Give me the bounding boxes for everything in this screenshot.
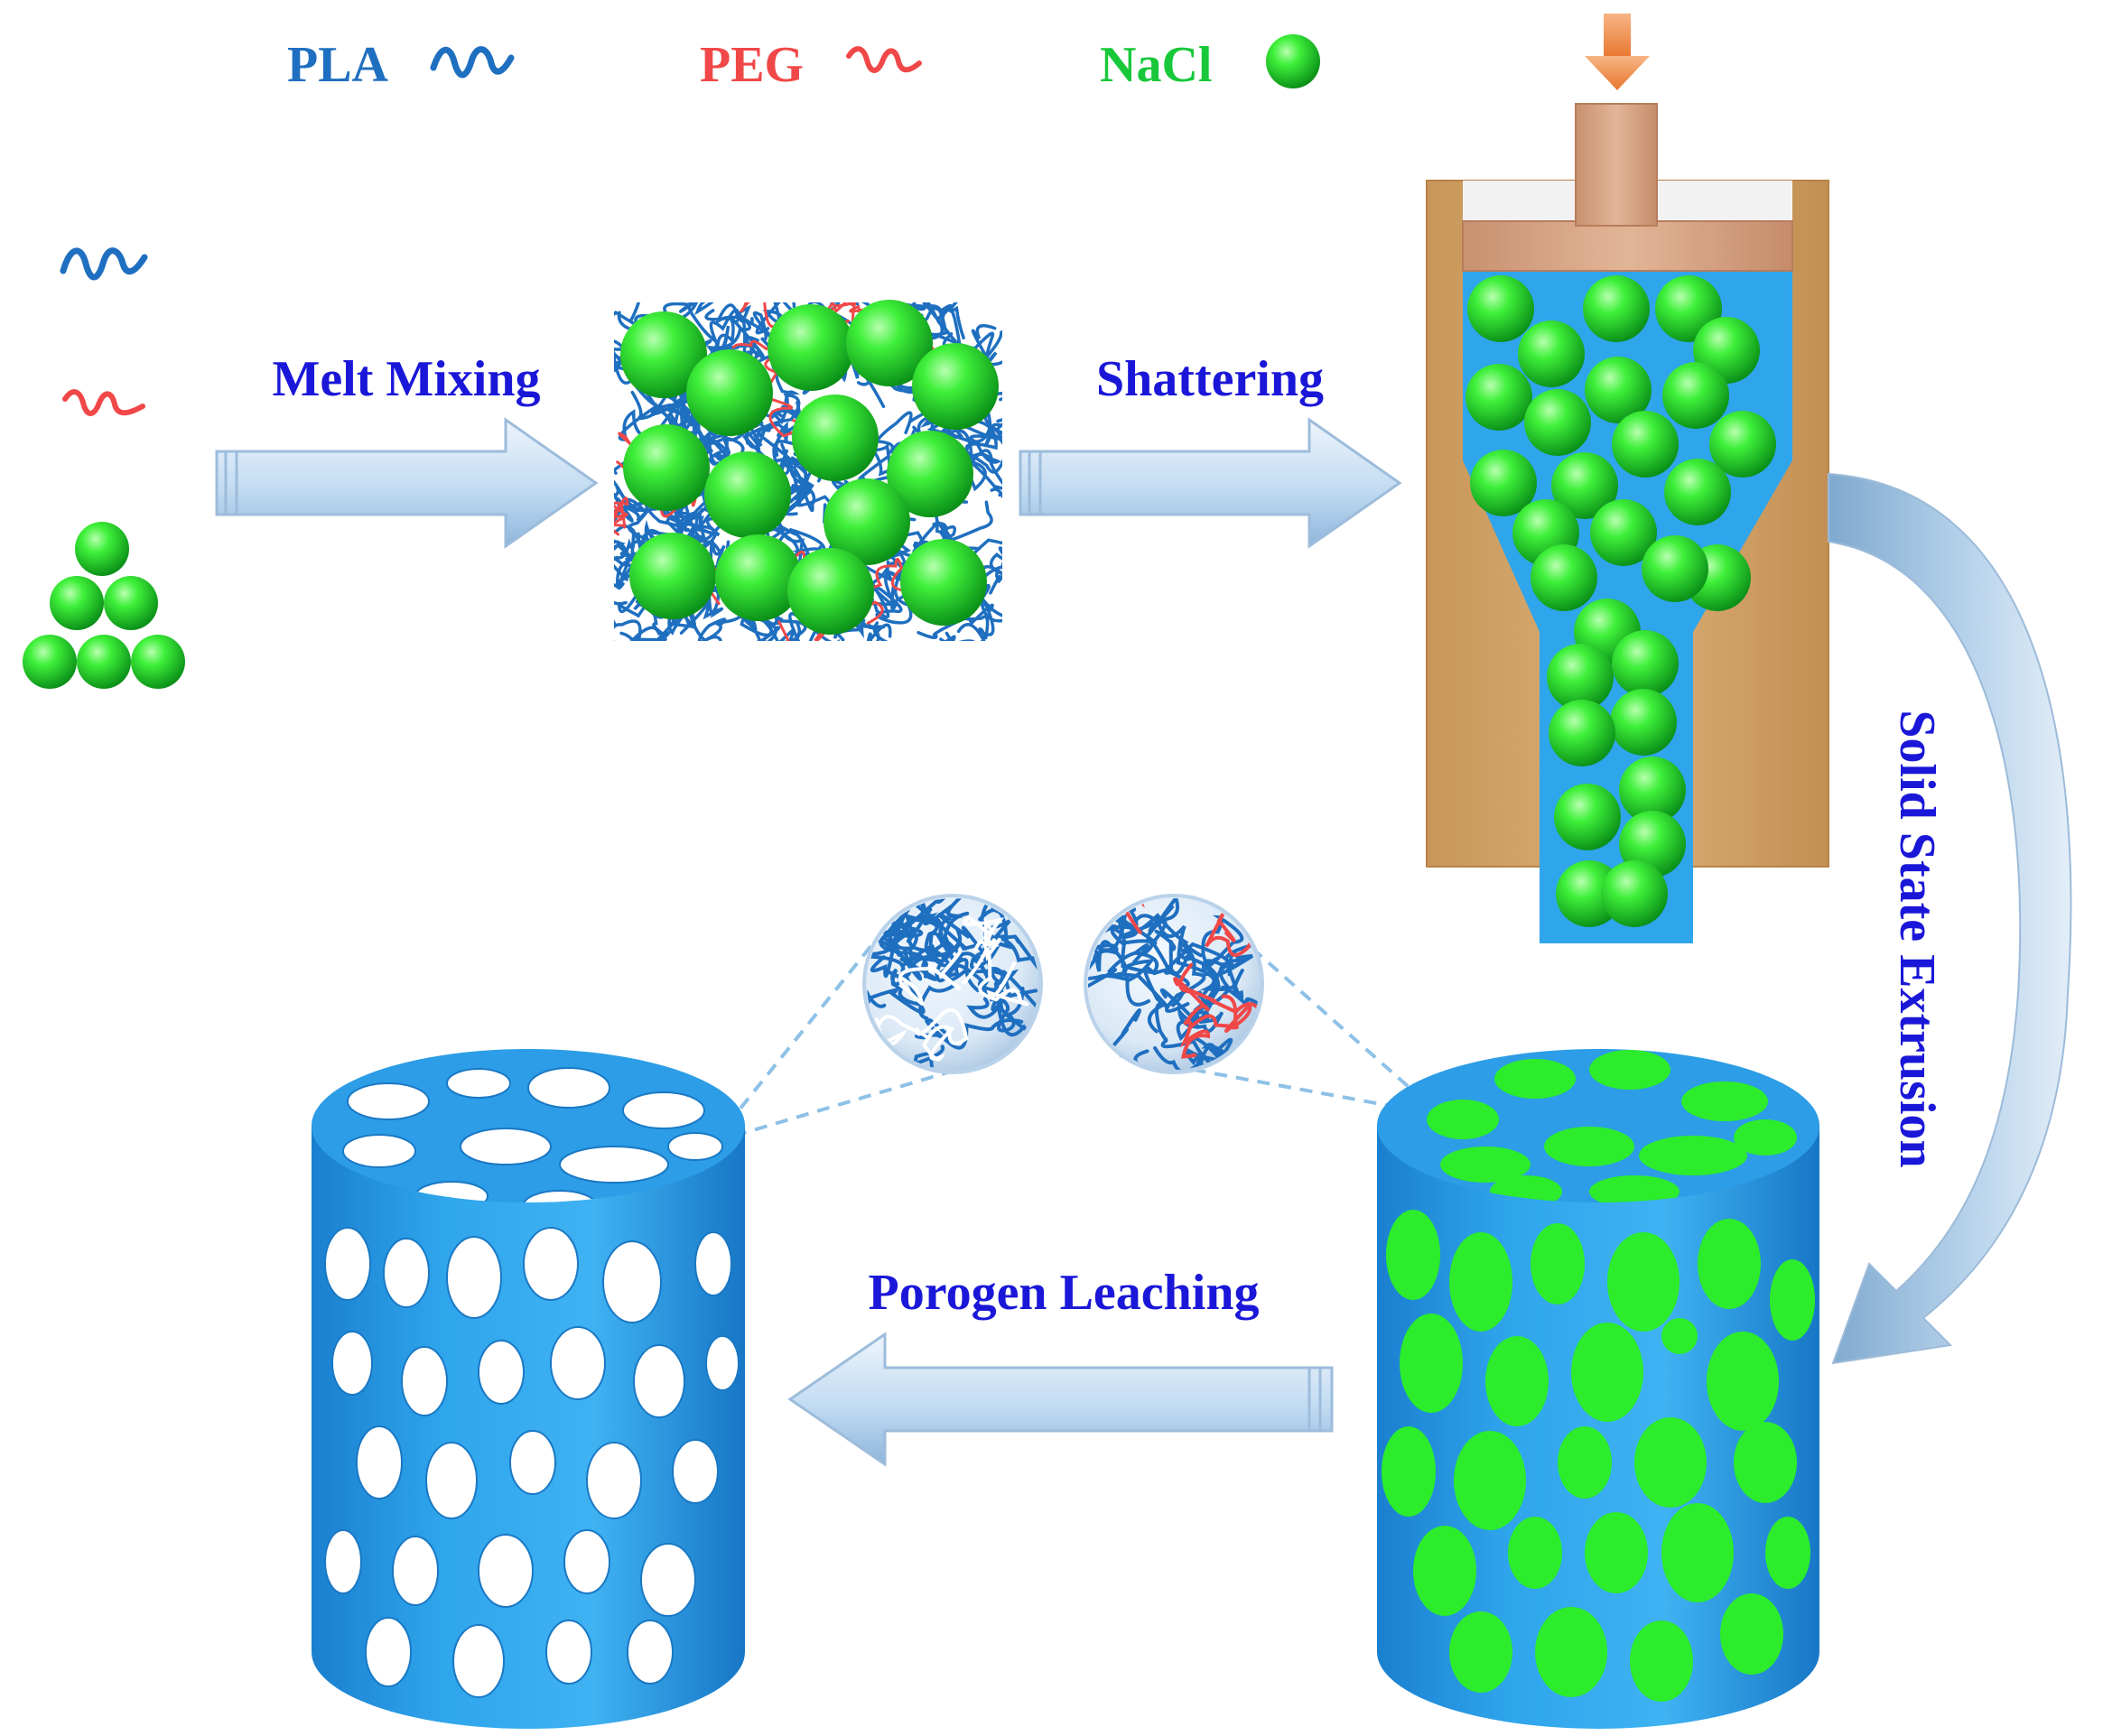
porous-scaffold-cylinder — [312, 1049, 745, 1729]
nacl-sphere-icon — [629, 533, 716, 619]
nacl-sphere-icon — [1709, 411, 1776, 478]
nacl-sphere-icon — [686, 349, 773, 436]
solid-state-extrusion-label: Solid State Extrusion — [1889, 710, 1945, 1167]
porogen-leaching-label: Porogen Leaching — [869, 1265, 1260, 1321]
nacl-particles — [620, 300, 999, 635]
nacl-sphere-icon — [623, 424, 710, 511]
composite-block — [614, 300, 1002, 641]
shattering-arrow — [1019, 417, 1402, 549]
zoom-circle-composite — [1084, 894, 1264, 1074]
legend-pla-label: PLA — [287, 37, 389, 93]
nacl-sphere-icon — [104, 576, 158, 630]
nacl-sphere-icon — [1470, 450, 1537, 516]
nacl-sphere-icon — [846, 300, 933, 386]
nacl-sphere-icon — [1551, 452, 1618, 519]
legend-peg-label: PEG — [700, 37, 804, 93]
nacl-sphere-icon — [1547, 644, 1614, 710]
nacl-sphere-icon — [787, 548, 874, 635]
nacl-sphere-icon — [1554, 784, 1621, 850]
nacl-sphere-icon — [1585, 357, 1652, 423]
press-arrow-icon — [1585, 14, 1650, 90]
nacl-sphere-icon — [1466, 364, 1532, 431]
melt-mixing-step: Melt Mixing — [215, 351, 599, 549]
nacl-sphere-icon — [704, 451, 791, 538]
nacl-sphere-icon — [912, 343, 999, 430]
nacl-sphere-icon — [1610, 689, 1677, 756]
peg-chain-icon — [62, 389, 145, 416]
peg-chain-icon — [846, 46, 922, 73]
shattering-step: Shattering — [1019, 351, 1402, 549]
nacl-sphere-icon — [1266, 34, 1320, 88]
nacl-sphere-icon — [1590, 499, 1657, 566]
nacl-sphere-icon — [23, 635, 77, 689]
extruder-rod — [1575, 103, 1658, 227]
nacl-sphere-icon — [1531, 544, 1597, 611]
nacl-sphere-icon — [1619, 757, 1686, 823]
shattering-label: Shattering — [1096, 351, 1324, 407]
nacl-sphere-icon — [900, 539, 987, 626]
nacl-sphere-icon — [1662, 362, 1729, 429]
nacl-sphere-icon — [1467, 275, 1534, 342]
nacl-sphere-icon — [50, 576, 104, 630]
legend-nacl-label: NaCl — [1100, 37, 1212, 93]
nacl-sphere-icon — [77, 635, 131, 689]
nacl-sphere-icon — [824, 478, 910, 565]
nacl-pile — [23, 522, 185, 689]
composite-cylinder — [1377, 1049, 1819, 1729]
extruder-plunger — [1462, 220, 1793, 272]
nacl-sphere-icon — [620, 311, 707, 398]
pla-chain-icon — [60, 247, 148, 281]
nacl-sphere-icon — [1612, 411, 1679, 478]
nacl-sphere-icon — [1664, 459, 1731, 525]
nacl-sphere-icon — [1583, 275, 1650, 342]
raw-materials — [23, 247, 185, 689]
extrusion-curved-arrow — [1828, 472, 2072, 1365]
nacl-sphere-icon — [1601, 860, 1668, 927]
porogen-leaching-step: Porogen Leaching — [787, 1265, 1334, 1467]
legend: PLA PEG NaCl — [287, 34, 1320, 93]
nacl-sphere-icon — [715, 534, 802, 621]
nacl-sphere-icon — [1642, 535, 1708, 602]
nacl-sphere-icon — [768, 304, 854, 391]
nacl-sphere-icon — [1518, 320, 1585, 387]
nacl-sphere-icon — [131, 635, 185, 689]
nacl-sphere-icon — [1549, 700, 1615, 766]
extruder — [1426, 14, 1829, 943]
nacl-sphere-icon — [1612, 630, 1679, 697]
solid-state-extrusion-step: Solid State Extrusion — [1828, 472, 2072, 1365]
pla-chain-icon — [430, 46, 515, 79]
melt-mixing-arrow — [215, 417, 599, 549]
porogen-leaching-arrow — [787, 1332, 1334, 1467]
melt-mixing-label: Melt Mixing — [272, 351, 540, 407]
nacl-sphere-icon — [1524, 389, 1591, 456]
nacl-sphere-icon — [75, 522, 129, 576]
nacl-sphere-icon — [887, 431, 973, 517]
nacl-particles — [1466, 275, 1776, 927]
zoom-callouts — [701, 894, 1453, 1153]
nacl-sphere-icon — [792, 395, 879, 481]
